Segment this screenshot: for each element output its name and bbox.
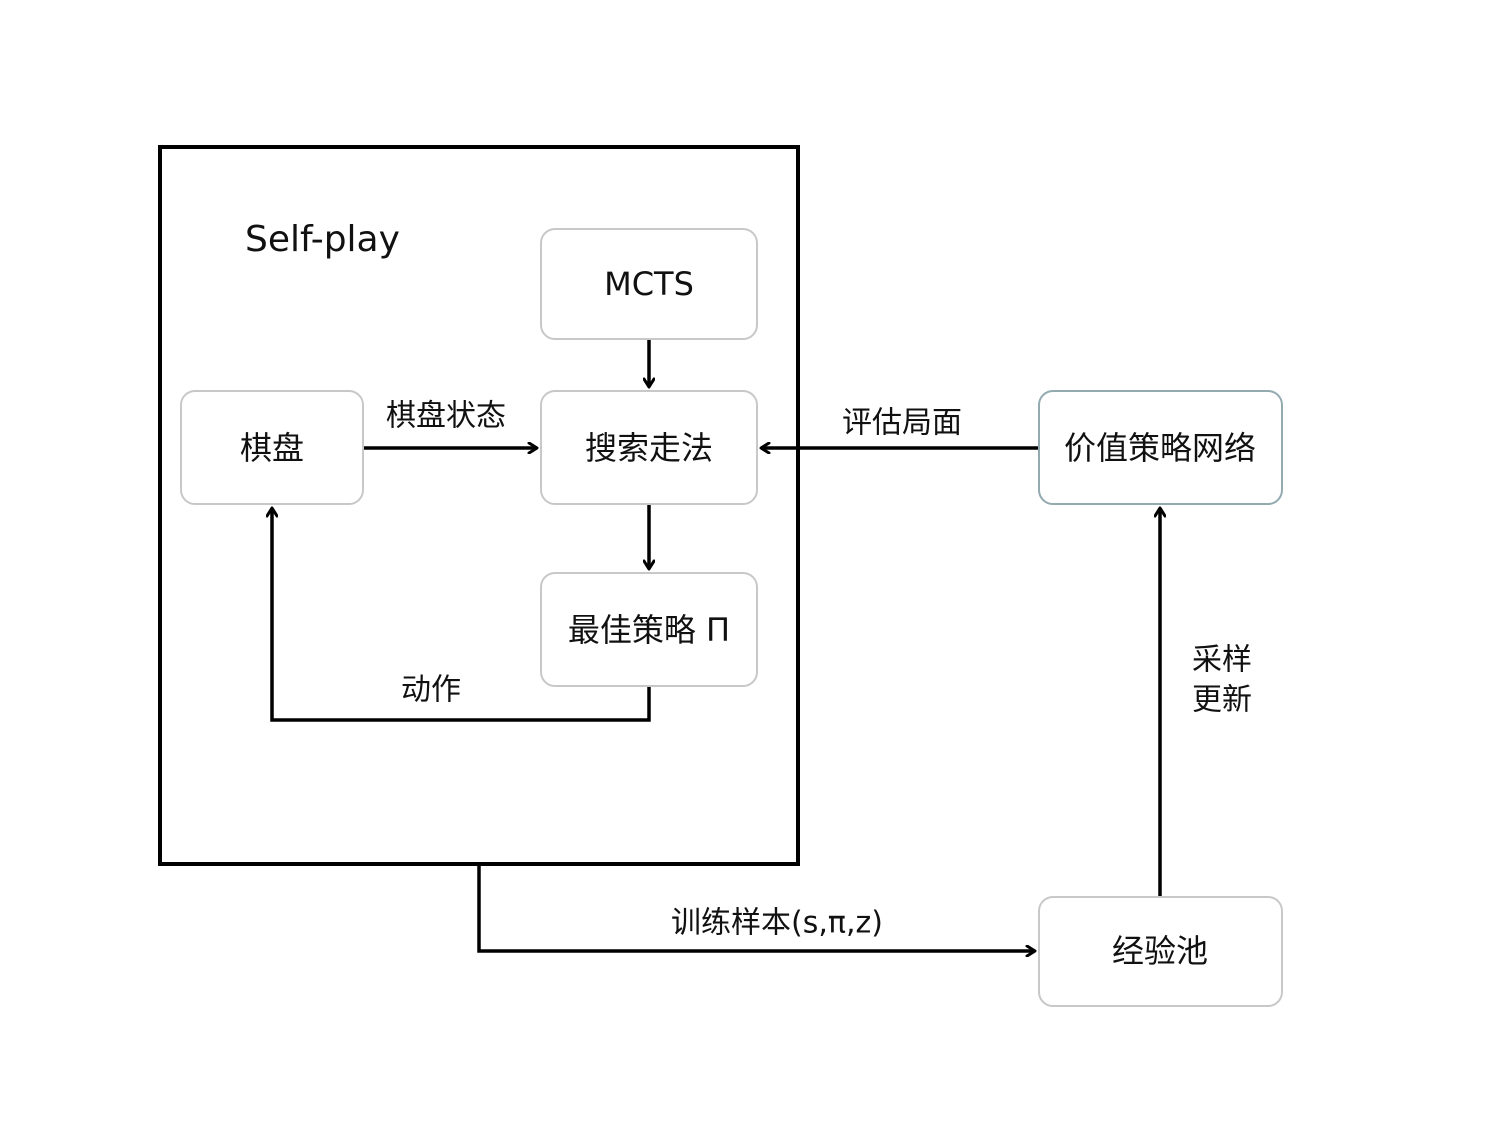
node-network: 价值策略网络	[1038, 390, 1283, 505]
node-search-label: 搜索走法	[585, 429, 713, 467]
edge-selfplay-to-replay	[477, 865, 1035, 951]
node-replay-pool: 经验池	[1038, 896, 1283, 1007]
edge-sample-label-line2: 更新	[1192, 683, 1252, 718]
edge-evaluate-label: 评估局面	[842, 406, 962, 441]
node-replay-pool-label: 经验池	[1112, 932, 1208, 970]
node-mcts: MCTS	[540, 228, 758, 340]
node-board: 棋盘	[180, 390, 364, 505]
node-best-policy-label: 最佳策略 Π	[568, 611, 730, 649]
node-best-policy: 最佳策略 Π	[540, 572, 758, 687]
node-board-label: 棋盘	[240, 429, 304, 467]
edge-best-policy-to-board	[272, 508, 651, 722]
node-mcts-label: MCTS	[604, 265, 694, 303]
node-network-label: 价值策略网络	[1064, 429, 1256, 467]
self-play-title: Self-play	[245, 219, 400, 260]
edge-action-label: 动作	[401, 673, 461, 708]
edge-training-samples-label: 训练样本(s,π,z)	[671, 906, 883, 941]
node-search: 搜索走法	[540, 390, 758, 505]
edge-board-state-label: 棋盘状态	[386, 399, 506, 434]
edge-sample-label-line1: 采样	[1192, 643, 1252, 678]
self-play-container	[158, 145, 800, 866]
